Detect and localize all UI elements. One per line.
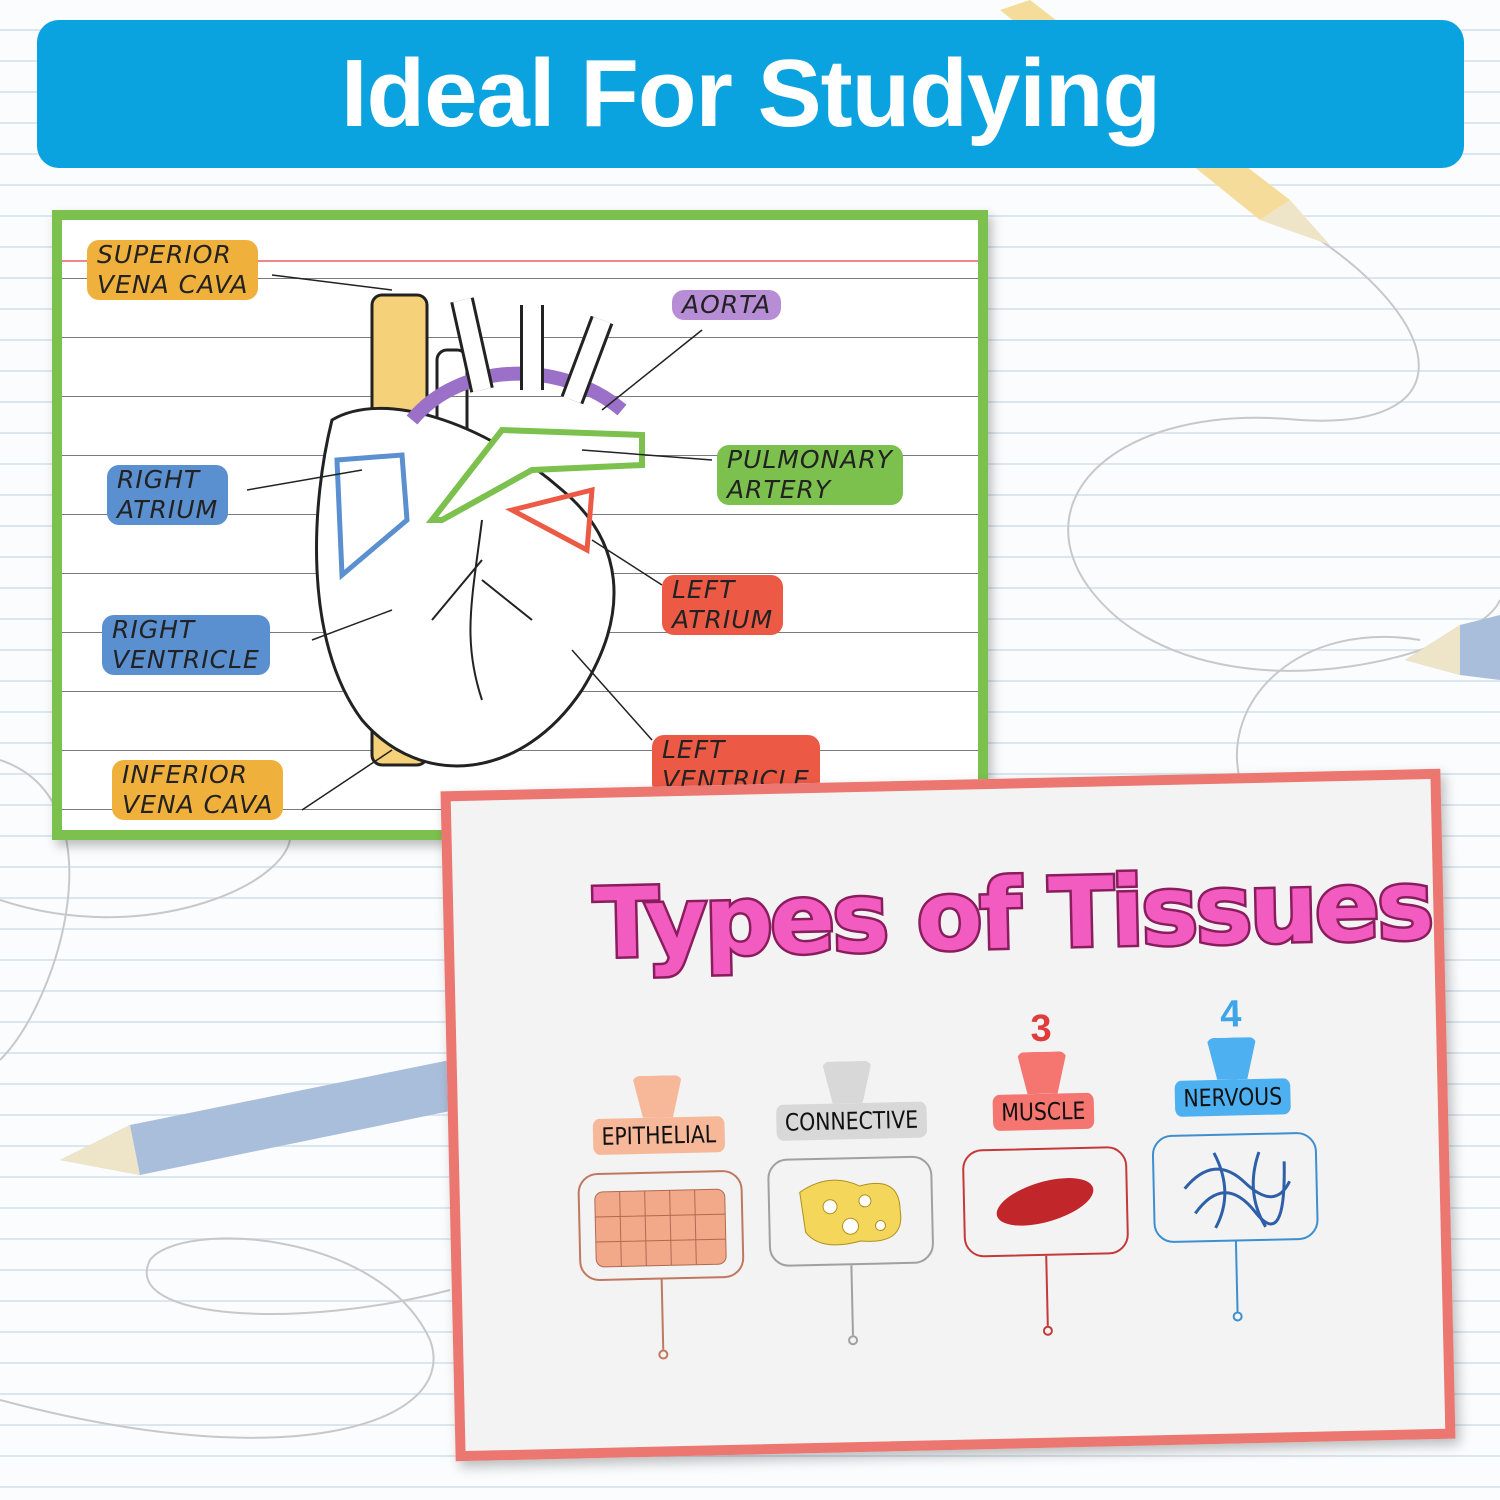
tissue-number: 3 [1030, 1007, 1053, 1051]
label-line: RIGHT [117, 465, 201, 494]
label-line: VENA CAVA [122, 790, 274, 819]
tissue-nervous: 4 NERVOUS [1145, 992, 1322, 1324]
label-line: PULMONARY [727, 445, 893, 474]
banner-title: Ideal For Studying [340, 40, 1161, 147]
stamp-icon [1017, 1051, 1068, 1094]
tissue-connective: CONNECTIVE [761, 1015, 938, 1347]
tissue-number: 4 [1219, 993, 1242, 1036]
label-line: ATRIUM [117, 495, 219, 524]
tissue-number [571, 1030, 742, 1078]
tissue-label: EPITHELIAL [592, 1116, 725, 1156]
pointer-dot [1042, 1325, 1054, 1336]
pointer-dot [1232, 1311, 1243, 1322]
pointer-line [1045, 1255, 1049, 1326]
label-line: VENA CAVA [97, 270, 249, 299]
tissue-epithelial: EPITHELIAL [571, 1030, 748, 1362]
label-line: ATRIUM [672, 605, 774, 634]
label-line: LEFT [672, 575, 736, 604]
label-line: INFERIOR [122, 760, 249, 789]
stamp-icon [632, 1075, 683, 1118]
label-aorta: AORTA [672, 290, 782, 320]
label-line: ARTERY [727, 475, 832, 504]
label-line: VENTRICLE [112, 645, 260, 674]
banner: Ideal For Studying [37, 20, 1464, 168]
pointer-line [850, 1265, 854, 1336]
stamp-icon [822, 1061, 873, 1104]
label-line: SUPERIOR [97, 240, 232, 269]
tissues-title: Types of Tissues [590, 847, 1435, 983]
muscle-fiber-icon [961, 1145, 1129, 1258]
tissue-label: NERVOUS [1174, 1078, 1291, 1117]
label-line: RIGHT [112, 615, 196, 644]
tissue-muscle: 3 MUSCLE [956, 1006, 1133, 1338]
label-line: LEFT [662, 735, 726, 764]
pointer-dot [847, 1335, 859, 1346]
tissue-label: MUSCLE [992, 1092, 1094, 1131]
stamp-icon [1206, 1037, 1257, 1080]
tissues-flashcard: Types of Tissues EPITHELIAL CONNECTIVE 3… [440, 768, 1456, 1462]
epithelial-cells-icon [576, 1169, 745, 1282]
heart-diagram [246, 274, 713, 811]
pointer-line [660, 1279, 665, 1350]
pointer-line [1234, 1241, 1239, 1312]
connective-tissue-icon [766, 1155, 934, 1268]
nervous-tissue-icon [1151, 1131, 1319, 1244]
tissue-label: CONNECTIVE [775, 1101, 928, 1141]
pointer-dot [658, 1349, 669, 1360]
tissue-number [761, 1015, 932, 1063]
